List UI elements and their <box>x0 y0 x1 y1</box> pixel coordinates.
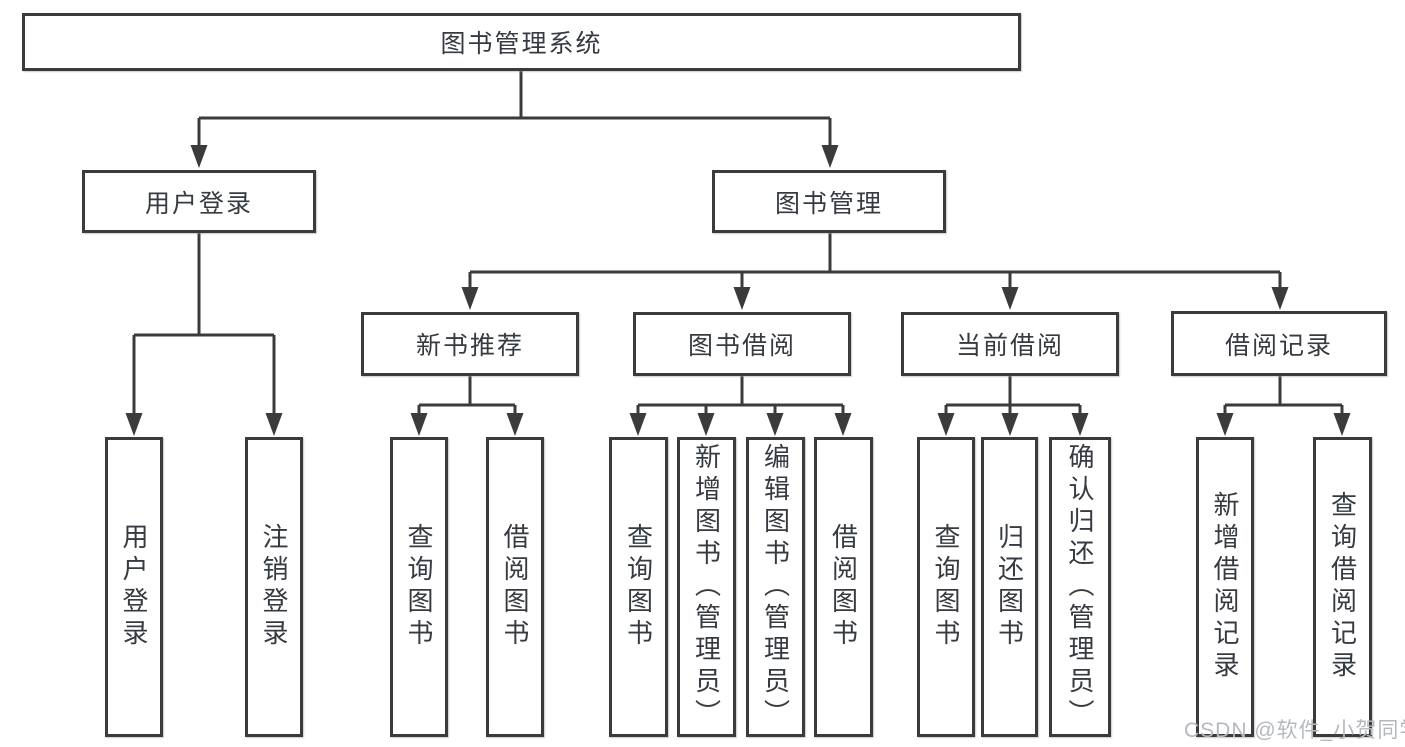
node-label: 新增图书（管理员） <box>691 443 722 731</box>
connector-current-borrow <box>944 376 1082 414</box>
node-user-login: 用户登录 <box>82 170 316 233</box>
node-label: 当前借阅 <box>955 332 1064 360</box>
arrowheads-book-borrow <box>629 413 852 436</box>
node-label: 查询图书 <box>931 523 961 651</box>
leaf-borrow-query-books: 查询图书 <box>609 437 668 737</box>
leaf-current-confirm-return-admin: 确认归还（管理员） <box>1049 437 1111 737</box>
node-label: 注销登录 <box>259 523 289 651</box>
connector-root-to-level2 <box>197 71 832 146</box>
node-new-book-recommend: 新书推荐 <box>361 312 579 376</box>
leaf-borrow-edit-books-admin: 编辑图书（管理员） <box>746 437 805 737</box>
leaf-current-query-books: 查询图书 <box>917 437 975 737</box>
node-book-management: 图书管理 <box>712 170 946 233</box>
node-label: 查询借阅记录 <box>1327 491 1358 683</box>
arrowheads-user-login <box>125 413 283 436</box>
arrowheads-level2 <box>190 145 839 168</box>
leaf-current-return-books: 归还图书 <box>981 437 1038 737</box>
node-label: 归还图书 <box>994 523 1025 651</box>
node-book-borrow: 图书借阅 <box>633 312 851 376</box>
connector-book-management <box>468 233 1282 288</box>
node-label: 新增借阅记录 <box>1210 491 1240 683</box>
node-label: 借阅图书 <box>500 523 530 651</box>
leaf-records-add-record: 新增借阅记录 <box>1196 437 1254 737</box>
connector-new-book-recommend <box>417 376 517 414</box>
leaf-logout: 注销登录 <box>245 437 303 737</box>
node-label: 编辑图书（管理员） <box>760 443 791 731</box>
node-label: 用户登录 <box>119 523 149 651</box>
leaf-borrow-add-books-admin: 新增图书（管理员） <box>677 437 736 737</box>
node-label: 借阅记录 <box>1224 331 1333 360</box>
arrowheads-new-book-recommend <box>410 413 524 436</box>
node-label: 新书推荐 <box>415 332 524 360</box>
arrowheads-current-borrow <box>937 413 1089 436</box>
node-label: 用户登录 <box>144 189 253 218</box>
watermark: CSDN @软件_小贺同学 <box>1184 719 1405 742</box>
leaf-borrow-borrow-books: 借阅图书 <box>814 437 873 737</box>
node-label: 图书借阅 <box>687 332 796 360</box>
node-borrow-records: 借阅记录 <box>1171 311 1387 376</box>
node-label: 借阅图书 <box>828 523 859 651</box>
connector-borrow-records <box>1223 376 1344 414</box>
leaf-recommend-query-books: 查询图书 <box>390 437 448 737</box>
connector-user-login <box>132 233 276 414</box>
node-label: 查询图书 <box>404 523 434 651</box>
node-label: 图书管理 <box>774 189 883 218</box>
leaf-records-query-record: 查询借阅记录 <box>1313 437 1372 737</box>
node-current-borrow: 当前借阅 <box>901 312 1119 376</box>
node-label: 图书管理系统 <box>440 30 603 58</box>
arrowheads-borrow-records <box>1216 413 1351 436</box>
node-label: 确认归还（管理员） <box>1065 443 1095 731</box>
node-library-management-system: 图书管理系统 <box>22 13 1021 71</box>
leaf-recommend-borrow-books: 借阅图书 <box>486 437 544 737</box>
leaf-user-login: 用户登录 <box>105 437 163 737</box>
node-label: 查询图书 <box>623 523 654 651</box>
connector-book-borrow <box>636 376 845 414</box>
arrowheads-categories <box>461 287 1289 310</box>
